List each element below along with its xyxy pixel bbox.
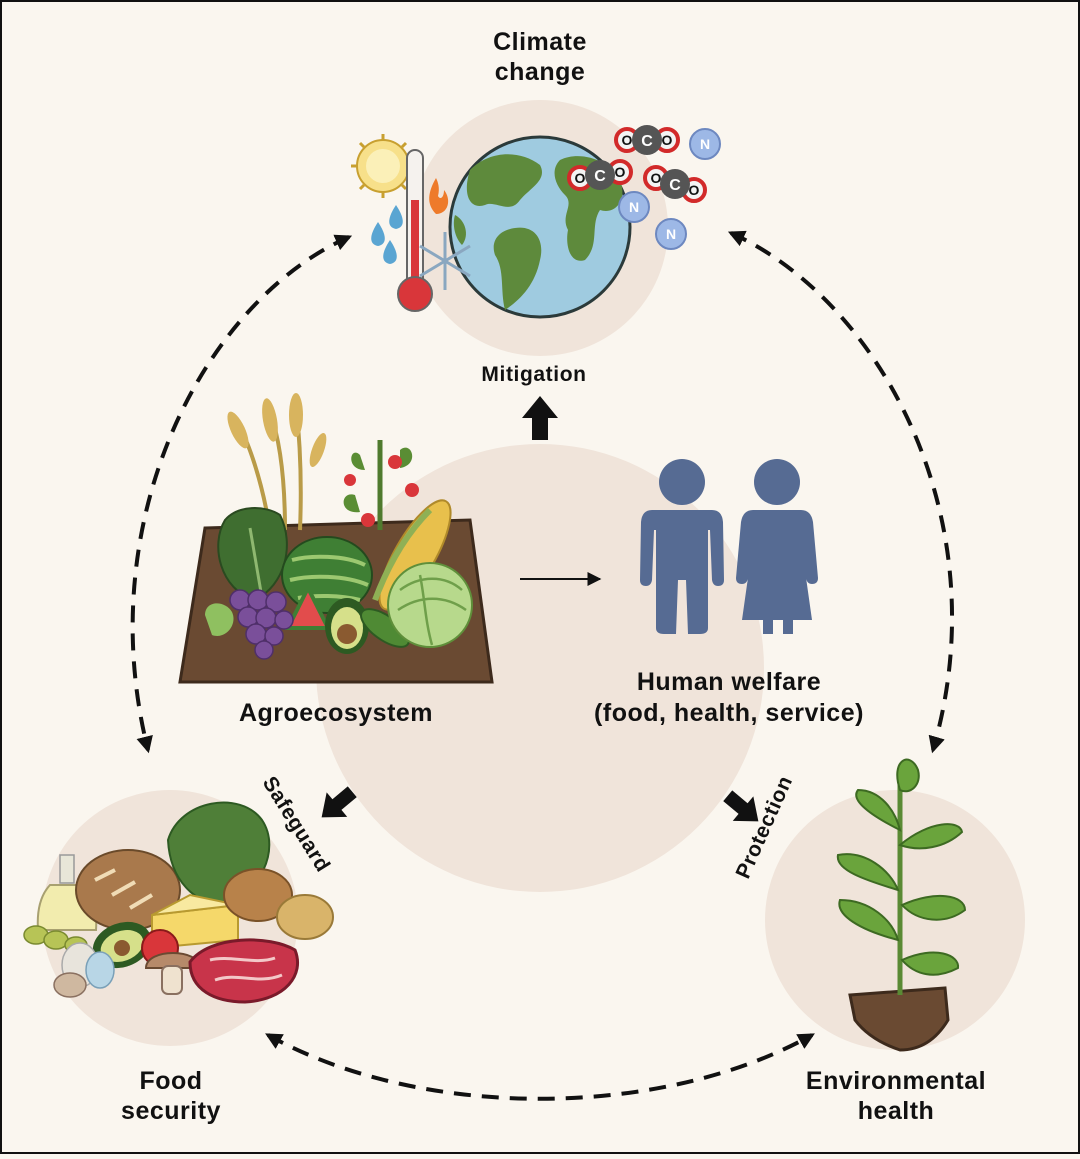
climate-environment-arrow <box>727 230 955 754</box>
environmental-health-label-line2: health <box>858 1097 935 1125</box>
man-icon <box>640 459 724 634</box>
thermometer-icon <box>397 149 433 312</box>
svg-text:O: O <box>622 132 633 148</box>
plant-leaves <box>836 758 967 976</box>
svg-text:O: O <box>651 170 662 186</box>
co2-molecule-1: O C O <box>614 125 680 155</box>
watermelon-icon <box>281 536 373 614</box>
cabbage-icon <box>387 562 473 648</box>
food-illustration <box>23 801 334 1004</box>
food-security-label-line1: Food <box>139 1067 202 1095</box>
avocado-icon <box>325 598 369 654</box>
climate-food-arrow <box>130 234 353 754</box>
svg-text:C: C <box>669 177 681 194</box>
svg-text:O: O <box>615 164 626 180</box>
watermelon-slice-icon <box>284 583 332 630</box>
svg-text:O: O <box>662 132 673 148</box>
seedling-illustration <box>836 758 967 1052</box>
co2-molecule-2: O C O <box>567 159 633 191</box>
sun-icon <box>351 134 415 198</box>
woman-icon <box>736 459 818 634</box>
svg-text:O: O <box>575 170 586 186</box>
mitigation-label: Mitigation <box>481 363 586 386</box>
snowflake-icon <box>419 232 471 290</box>
agroecosystem-label: Agroecosystem <box>239 699 433 727</box>
protection-arrow <box>723 790 759 822</box>
co2-molecule-3: O C O <box>643 165 707 203</box>
tomato-plant-icon <box>343 440 419 530</box>
fire-icon <box>429 178 449 214</box>
soil-clod <box>848 986 950 1052</box>
people-icon <box>640 459 818 634</box>
svg-text:C: C <box>641 133 653 150</box>
human-welfare-label-line2: (food, health, service) <box>594 699 864 727</box>
svg-text:O: O <box>689 182 700 198</box>
svg-text:C: C <box>594 168 606 185</box>
climate-label-line1: Climate <box>493 28 587 56</box>
mitigation-arrow <box>522 396 558 440</box>
potato-icon <box>223 868 293 922</box>
svg-text:N: N <box>666 226 676 242</box>
environmental-health-label-line1: Environmental <box>806 1067 986 1095</box>
water-drops-icon <box>371 205 403 264</box>
agroecosystem-illustration <box>178 393 494 684</box>
climate-label-line2: change <box>495 58 586 86</box>
food-security-label-line2: security <box>121 1097 221 1125</box>
svg-text:N: N <box>700 136 710 152</box>
climate-illustration: O C O O C O O C O N N N <box>351 125 721 319</box>
svg-text:N: N <box>629 199 639 215</box>
safeguard-arrow <box>321 786 357 818</box>
environment-circle <box>765 790 1025 1050</box>
grapes-icon <box>229 589 294 660</box>
nitrogen-atoms: N N N <box>618 128 721 250</box>
food-environment-arrow <box>265 1033 815 1101</box>
human-welfare-label-line1: Human welfare <box>637 668 821 696</box>
steak-icon <box>188 938 299 1004</box>
